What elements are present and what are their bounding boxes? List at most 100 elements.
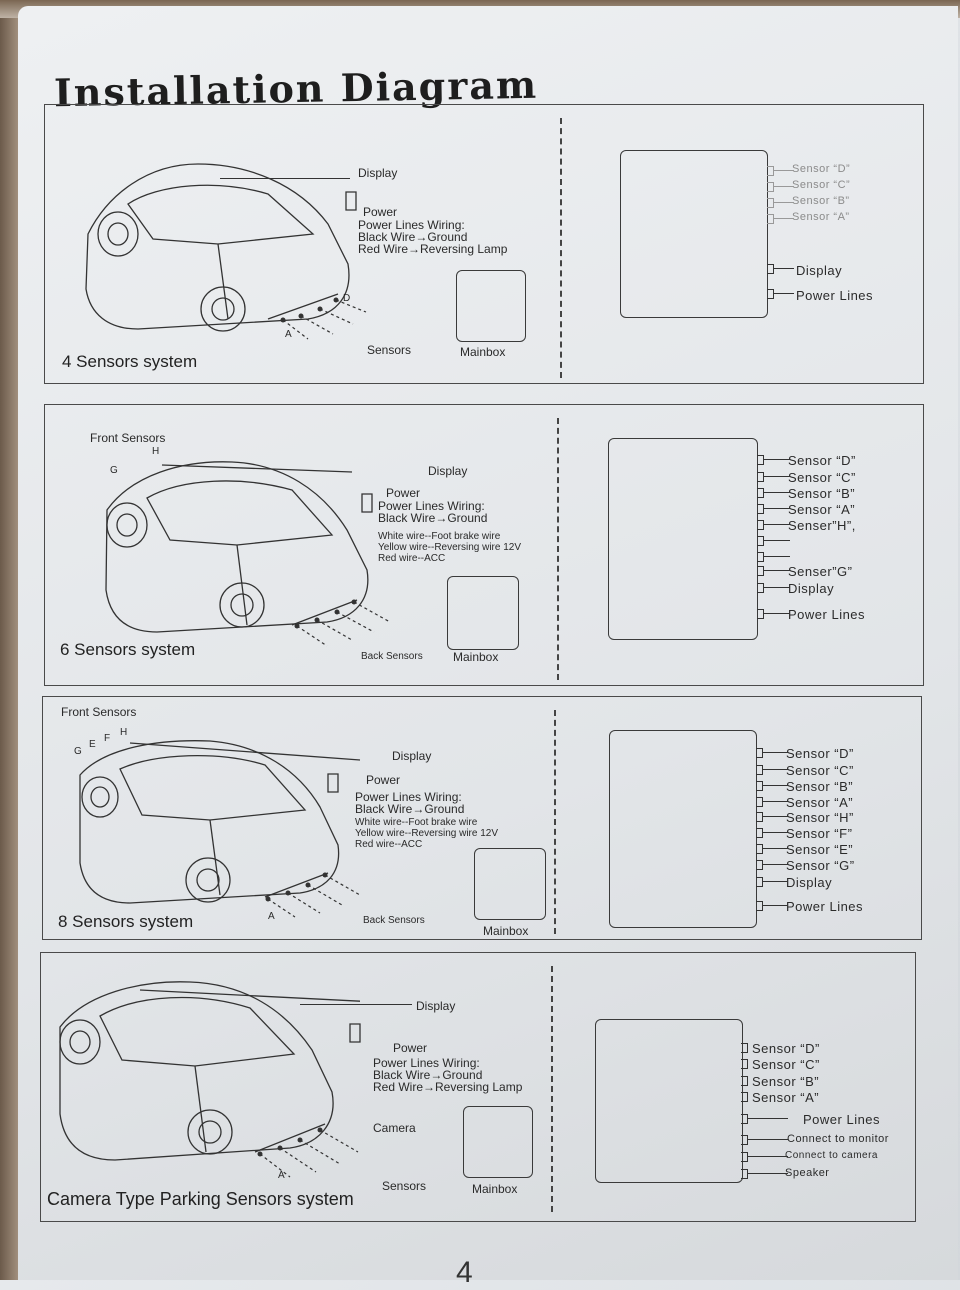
connector-label: Sensor “C” xyxy=(786,763,854,778)
wiring-line: Red Wire→Reversing Lamp xyxy=(373,1080,523,1094)
wiring-notes: Power Lines Wiring: Black Wire→Ground Re… xyxy=(358,219,507,255)
connector-label: Power Lines xyxy=(803,1112,881,1127)
power-connector-icon xyxy=(349,1023,361,1043)
connector-label: Connect to camera xyxy=(785,1150,878,1161)
connector-wire xyxy=(764,508,790,509)
system-title: 8 Sensors system xyxy=(58,912,194,931)
sensor-letter-a: A xyxy=(278,1170,285,1181)
wiring-line: Red wire--ACC xyxy=(378,553,446,564)
power-connector-icon xyxy=(361,493,373,513)
connector-label: Sensor “D” xyxy=(752,1041,820,1056)
display-leader-line xyxy=(220,178,350,179)
connector-port xyxy=(757,609,764,619)
connector-wire xyxy=(748,1173,788,1174)
connector-label: Power Lines xyxy=(788,607,866,622)
connector-wire xyxy=(763,848,788,849)
connector-port xyxy=(741,1059,748,1069)
connector-port xyxy=(741,1076,748,1086)
mainbox-icon xyxy=(447,576,519,650)
connector-wire xyxy=(774,218,794,219)
connector-wire xyxy=(764,570,790,571)
wiring-line: Power Lines Wiring: xyxy=(378,499,485,513)
connector-wire xyxy=(774,202,794,203)
wiring-line: Black Wire→Ground xyxy=(378,511,488,525)
connector-label: Sensor “C” xyxy=(792,179,851,191)
connector-label: Sensor “B” xyxy=(786,779,854,794)
wiring-notes: Power Lines Wiring: Black Wire→Ground Re… xyxy=(373,1057,522,1093)
connector-label: Display xyxy=(796,263,843,278)
connector-wire xyxy=(774,170,794,171)
wiring-notes-detail: White wire--Foot brake wire Yellow wire-… xyxy=(355,817,498,850)
connector-port xyxy=(756,877,763,887)
connector-port xyxy=(757,472,764,482)
mainbox-label: Mainbox xyxy=(472,1182,518,1196)
connector-port xyxy=(757,552,764,562)
power-label: Power xyxy=(363,205,398,219)
car-diagram-icon xyxy=(79,740,361,918)
mainbox-label: Mainbox xyxy=(460,345,506,359)
connector-wire xyxy=(764,540,790,541)
connector-wire xyxy=(774,293,794,294)
power-connector-icon xyxy=(345,191,357,211)
mainbox-icon xyxy=(474,848,546,920)
connector-wire xyxy=(764,587,790,588)
wiring-line: Red Wire→Reversing Lamp xyxy=(358,242,508,256)
connector-label: Sensor “H” xyxy=(786,810,854,825)
connector-wire xyxy=(764,556,790,557)
connector-port xyxy=(756,781,763,791)
connector-label: Senser”G” xyxy=(788,564,853,579)
sensor-letter-g: G xyxy=(74,746,82,757)
connector-wire xyxy=(763,881,788,882)
control-unit-box xyxy=(609,730,757,928)
wiring-line: Black Wire→Ground xyxy=(355,802,465,816)
connector-port xyxy=(741,1169,748,1179)
sensor-letter-h: H xyxy=(152,446,160,457)
mainbox-icon xyxy=(456,270,526,342)
display-label: Display xyxy=(392,749,432,763)
connector-port xyxy=(757,583,764,593)
manual-page xyxy=(18,6,958,1280)
connector-label: Sensor “A” xyxy=(786,795,854,810)
connector-port xyxy=(767,166,774,176)
connector-label: Sensor “B” xyxy=(752,1074,820,1089)
wiring-line: Power Lines Wiring: xyxy=(358,218,465,232)
connector-port xyxy=(767,198,774,208)
wiring-line: Power Lines Wiring: xyxy=(355,790,462,804)
front-sensors-label: Front Sensors xyxy=(61,705,137,719)
connector-label: Sensor “D” xyxy=(786,746,854,761)
display-leader-line xyxy=(300,1004,412,1005)
connector-port xyxy=(756,901,763,911)
sensor-letter-d: D xyxy=(343,293,351,304)
wiring-line: Red wire--ACC xyxy=(355,839,423,850)
wiring-notes-detail: White wire--Foot brake wire Yellow wire-… xyxy=(378,531,521,564)
power-connector-icon xyxy=(327,773,339,793)
power-label: Power xyxy=(393,1041,428,1055)
connector-label: Connect to monitor xyxy=(787,1133,889,1145)
connector-port xyxy=(756,812,763,822)
sensors-label: Sensors xyxy=(367,343,412,357)
connector-wire xyxy=(764,613,790,614)
wiring-line: Yellow wire--Reversing wire 12V xyxy=(378,542,522,553)
display-label: Display xyxy=(358,166,398,180)
sensor-letter-g: G xyxy=(110,465,118,476)
connector-label: Sensor “A” xyxy=(752,1090,820,1105)
connector-port xyxy=(757,455,764,465)
connector-label: Sensor “E” xyxy=(786,842,854,857)
mainbox-icon xyxy=(463,1106,533,1178)
connector-port xyxy=(741,1135,748,1145)
power-label: Power xyxy=(366,773,401,787)
control-unit-box xyxy=(608,438,758,640)
connector-wire xyxy=(763,752,788,753)
connector-label: Sensor “A” xyxy=(788,502,856,517)
connector-port xyxy=(767,182,774,192)
connector-label: Display xyxy=(788,581,835,596)
connector-wire xyxy=(764,459,790,460)
sensor-letter-e: E xyxy=(89,739,96,750)
control-unit-box xyxy=(595,1019,743,1183)
connector-wire xyxy=(763,816,788,817)
panel-divider xyxy=(554,710,556,934)
wiring-line: Black Wire→Ground xyxy=(373,1068,483,1082)
wiring-line: Black Wire→Ground xyxy=(358,230,468,244)
sensors-label: Sensors xyxy=(382,1179,427,1193)
back-sensors-label: Back Sensors xyxy=(363,915,425,926)
